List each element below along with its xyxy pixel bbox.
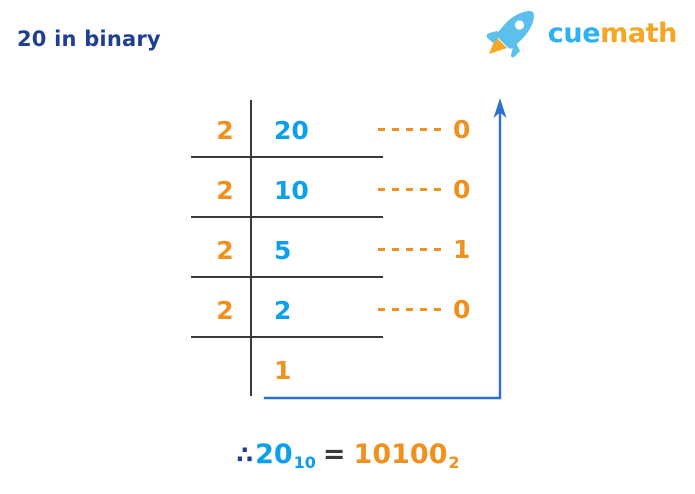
therefore-symbol: ∴	[236, 441, 254, 469]
page-title: 20 in binary	[17, 27, 161, 51]
remainder-digit-4: 0	[453, 294, 471, 324]
remainder-row-1: 0	[378, 116, 478, 142]
dividend-row-3: 5	[274, 236, 292, 265]
divisor-row-3: 2	[216, 236, 234, 265]
remainder-digit-3: 1	[453, 234, 471, 264]
result-equation: ∴2010 =101002	[0, 439, 695, 472]
binary-base: 2	[448, 453, 460, 472]
decimal-value: 20	[255, 439, 293, 470]
dashed-connector-4	[378, 307, 445, 311]
dividend-row-2: 10	[274, 176, 309, 205]
division-row-line-3	[191, 276, 383, 278]
division-row-line-4	[191, 336, 383, 338]
equals-sign: =	[322, 439, 346, 470]
logo-text-cue: cue	[547, 17, 601, 49]
remainder-row-2: 0	[378, 176, 478, 202]
read-upward-arrow	[263, 98, 507, 400]
cuemath-logo: cuemath	[483, 8, 677, 58]
remainder-row-3: 1	[378, 236, 478, 262]
divisor-row-1: 2	[216, 116, 234, 145]
remainder-digit-1: 0	[453, 114, 471, 144]
division-vertical-line	[250, 100, 252, 396]
logo-wordmark: cuemath	[547, 17, 678, 49]
logo-text-math: math	[600, 17, 677, 49]
final-quotient: 1	[274, 356, 292, 385]
binary-value: 10100	[353, 439, 448, 470]
remainder-row-4: 0	[378, 296, 478, 322]
division-row-line-2	[191, 216, 383, 218]
division-row-line-1	[191, 156, 383, 158]
dashed-connector-1	[378, 127, 445, 131]
remainder-digit-2: 0	[453, 174, 471, 204]
dividend-row-4: 2	[274, 296, 292, 325]
dividend-row-1: 20	[274, 116, 309, 145]
dashed-connector-2	[378, 187, 445, 191]
decimal-base: 10	[293, 453, 316, 472]
divisor-row-4: 2	[216, 296, 234, 325]
rocket-icon	[486, 11, 534, 58]
divisor-row-2: 2	[216, 176, 234, 205]
dashed-connector-3	[378, 247, 445, 251]
